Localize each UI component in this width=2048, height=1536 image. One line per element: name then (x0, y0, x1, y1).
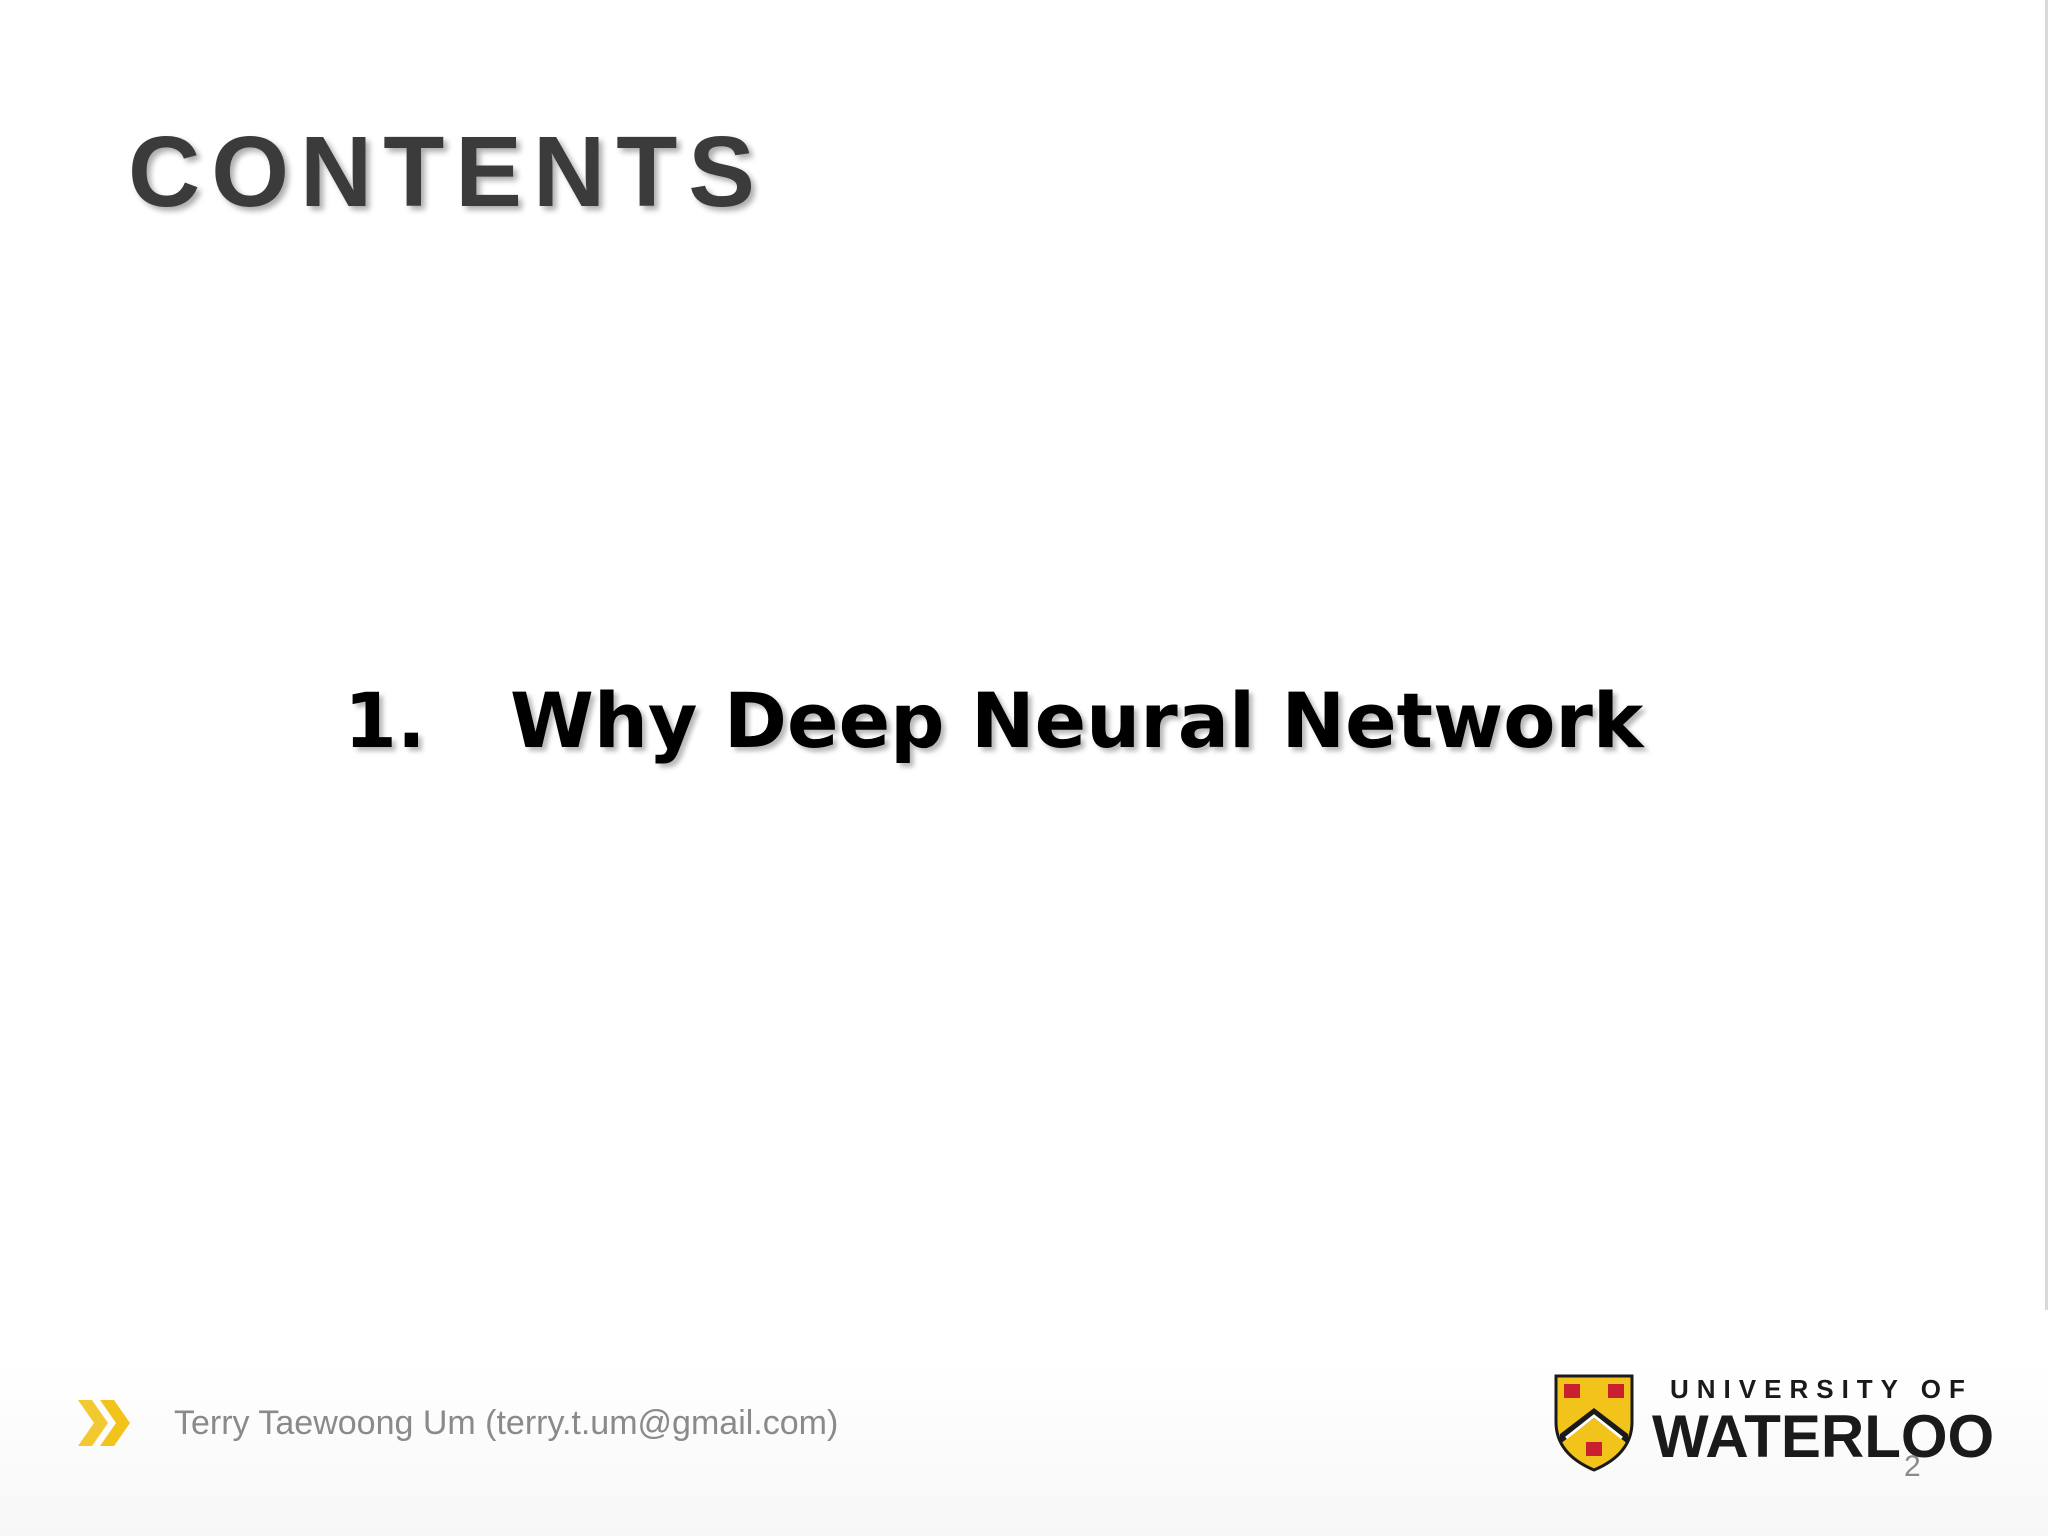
logo-line-university-of: UNIVERSITY OF (1670, 1374, 1973, 1404)
university-crest-icon (1554, 1374, 1634, 1472)
university-logo: UNIVERSITY OF WATERLOO (1552, 1372, 1994, 1476)
contents-item-number: 1. (344, 676, 426, 765)
double-chevron-icon (78, 1400, 130, 1446)
slide-edge-divider (2045, 0, 2048, 1310)
logo-line-waterloo: WATERLOO (1652, 1403, 1995, 1470)
page-number: 2 (1904, 1450, 1921, 1483)
footer-author: Terry Taewoong Um (terry.t.um@gmail.com) (174, 1404, 839, 1442)
slide-title: CONTENTS (128, 116, 766, 228)
contents-item-text: Why Deep Neural Network (510, 676, 1644, 765)
contents-item: 1. Why Deep Neural Network (344, 675, 1643, 766)
footer-band (0, 1360, 2048, 1536)
